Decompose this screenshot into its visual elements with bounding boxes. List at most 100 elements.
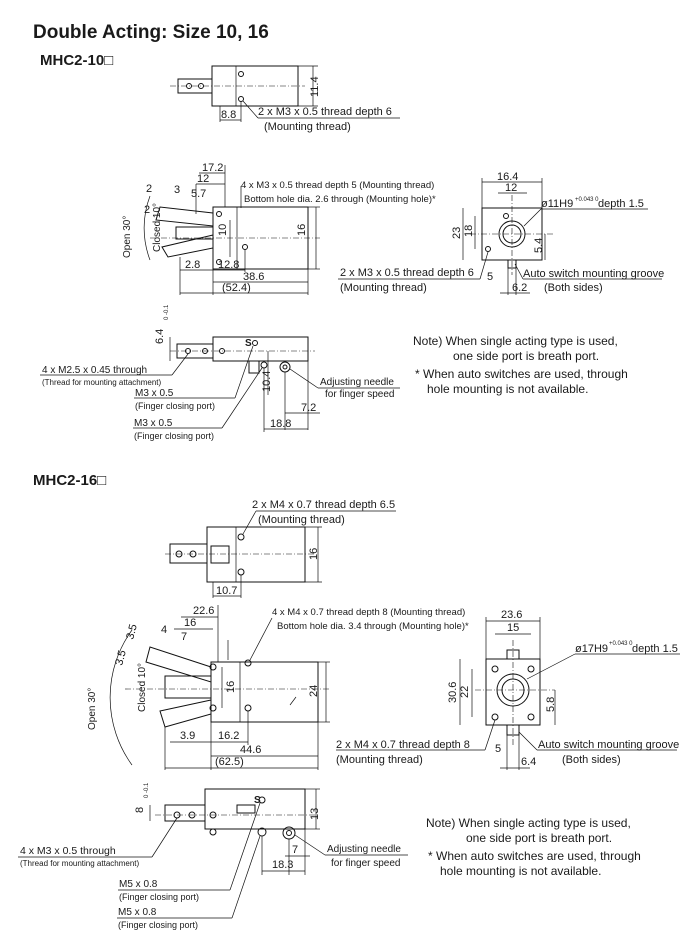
label-side-thread-sub: (Mounting thread) xyxy=(340,282,427,294)
label-groove-sub: (Both sides) xyxy=(544,282,603,294)
label-groove: Auto switch mounting groove xyxy=(523,268,664,280)
mounting-hole xyxy=(216,259,222,265)
label-bore: ø17H9 xyxy=(575,643,608,655)
label-needle-sub: for finger speed xyxy=(331,858,401,869)
dim-38-6: 38.6 xyxy=(243,271,264,283)
port-fitting xyxy=(236,804,256,814)
dim-2-8: 2.8 xyxy=(185,259,200,271)
label-groove-sub: (Both sides) xyxy=(562,754,621,766)
label-thread4: 4 x M3 x 0.5 thread depth 5 (Mounting th… xyxy=(241,180,434,191)
port xyxy=(260,361,268,369)
dim-6-4: 6.4 xyxy=(521,756,536,768)
dim-24: 24 xyxy=(308,685,320,697)
label-port1: M3 x 0.5 xyxy=(135,388,174,399)
dim-5: 5 xyxy=(487,271,493,283)
label-needle: Adjusting needle xyxy=(327,844,401,855)
dim-22: 22 xyxy=(459,686,471,698)
mounting-hole xyxy=(244,704,252,712)
label-port1-sub: (Finger closing port) xyxy=(135,401,215,411)
label-bore-depth: depth 1.5 xyxy=(598,198,644,210)
top-body xyxy=(206,526,306,583)
note-line: one side port is breath port. xyxy=(453,349,600,363)
leader xyxy=(242,510,257,535)
dim-18: 18 xyxy=(463,225,475,237)
dim-16-2: 16.2 xyxy=(218,730,239,742)
label-bore-tol: +0.043 0 xyxy=(575,197,599,203)
label-groove: Auto switch mounting groove xyxy=(538,739,679,751)
arc-open xyxy=(143,195,151,261)
leader xyxy=(171,353,189,376)
note-single-acting-10: Note) When single acting type is used, o… xyxy=(413,334,618,364)
leader xyxy=(249,617,273,661)
dim-18-3: 18.3 xyxy=(272,859,293,871)
mhc2-16-front-view: Open 30° Closed 10° 22.6 16 7 4 3.5 3.5 … xyxy=(87,605,469,770)
mhc2-10-bottom-view: S 6.4 0 -0.1 10.4 7.2 18.8 4 x M2.5 x 0.… xyxy=(40,304,400,441)
dim-3-5: 3.5 xyxy=(124,623,140,641)
dim-2: 2 xyxy=(146,183,152,195)
label-thread-top: 2 x M3 x 0.5 thread depth 6 xyxy=(258,106,392,118)
finger-block xyxy=(164,804,206,822)
mounting-hole xyxy=(242,244,248,250)
leader xyxy=(289,368,319,389)
mounting-hole xyxy=(238,96,244,102)
port-fitting xyxy=(248,360,260,374)
adjusting-needle-core xyxy=(286,830,292,836)
dim-4: 4 xyxy=(161,624,167,636)
label-thread-top: 2 x M4 x 0.7 thread depth 6.5 xyxy=(252,499,395,511)
mounting-hole xyxy=(503,213,509,219)
label-port2-sub: (Finger closing port) xyxy=(134,431,214,441)
label-thread-top-sub: (Mounting thread) xyxy=(264,121,351,133)
dim-12: 12 xyxy=(197,173,209,185)
mounting-hole xyxy=(491,665,499,673)
dim-16: 16 xyxy=(296,224,308,236)
dim-17-2: 17.2 xyxy=(202,162,223,174)
note-line: Note) When single acting type is used, xyxy=(426,816,631,830)
leader xyxy=(151,817,178,858)
leader xyxy=(514,263,524,280)
mhc2-16-side-view: 23.6 15 30.6 22 5.8 5 6.4 ø17H9 +0.043 0… xyxy=(336,609,680,770)
dim-closed-angle: Closed 10° xyxy=(137,663,148,712)
dim-16v: 16 xyxy=(225,681,237,693)
dim-7: 7 xyxy=(181,631,187,643)
mhc2-10-side-view: 16.4 12 23 18 5.4 5 6.2 ø11H9 +0.043 0 d… xyxy=(338,171,664,295)
mhc2-10-top-view: 11.4 8.8 2 x M3 x 0.5 thread depth 6 (Mo… xyxy=(170,65,400,133)
dim-8: 8 xyxy=(134,807,146,813)
dim-12: 12 xyxy=(505,182,517,194)
dim-7-2: 7.2 xyxy=(301,402,316,414)
dim-16: 16 xyxy=(184,617,196,629)
mounting-hole xyxy=(209,704,217,712)
dim-open-angle: Open 30° xyxy=(87,688,98,730)
dim-3: 3 xyxy=(174,184,180,196)
port xyxy=(252,340,258,346)
note-auto-switch-10: * When auto switches are used, through h… xyxy=(415,367,628,397)
leader xyxy=(479,251,489,280)
dim-23-6: 23.6 xyxy=(501,609,522,621)
leader xyxy=(294,834,326,856)
label-bottom-hole: Bottom hole dia. 2.6 through (Mounting h… xyxy=(244,194,436,205)
mhc2-16-bottom-view: S 8 0 -0.1 13 7 18.3 4 x M3 x 0.5 throug… xyxy=(18,782,408,930)
adjusting-needle-core xyxy=(282,364,288,370)
adjusting-needle xyxy=(279,361,291,373)
port xyxy=(258,796,266,804)
mhc2-10-front-view: Open 30° Closed 10° 17.2 12 5.7 3 2 2 10… xyxy=(122,162,436,295)
finger-center xyxy=(164,675,212,699)
leader xyxy=(526,653,576,680)
leader xyxy=(242,100,259,119)
label-side-thread: 2 x M3 x 0.5 thread depth 6 xyxy=(340,267,474,279)
dim-top-width: 8.8 xyxy=(221,109,236,121)
dim-5: 5 xyxy=(495,743,501,755)
bottom-body xyxy=(212,336,309,362)
leader xyxy=(231,835,261,919)
dim-52-4: (52.4) xyxy=(222,282,251,294)
model-label-16: MHC2-16□ xyxy=(33,472,107,489)
mounting-hole xyxy=(491,713,499,721)
note-line: one side port is breath port. xyxy=(466,831,613,845)
dim-tol: 0 -0.1 xyxy=(164,304,170,320)
note-line: * When auto switches are used, through xyxy=(428,849,641,863)
finger-block xyxy=(169,543,208,564)
mounting-hole xyxy=(238,71,244,77)
note-line: hole mounting is not available. xyxy=(427,382,589,396)
mounting-hole xyxy=(527,713,535,721)
